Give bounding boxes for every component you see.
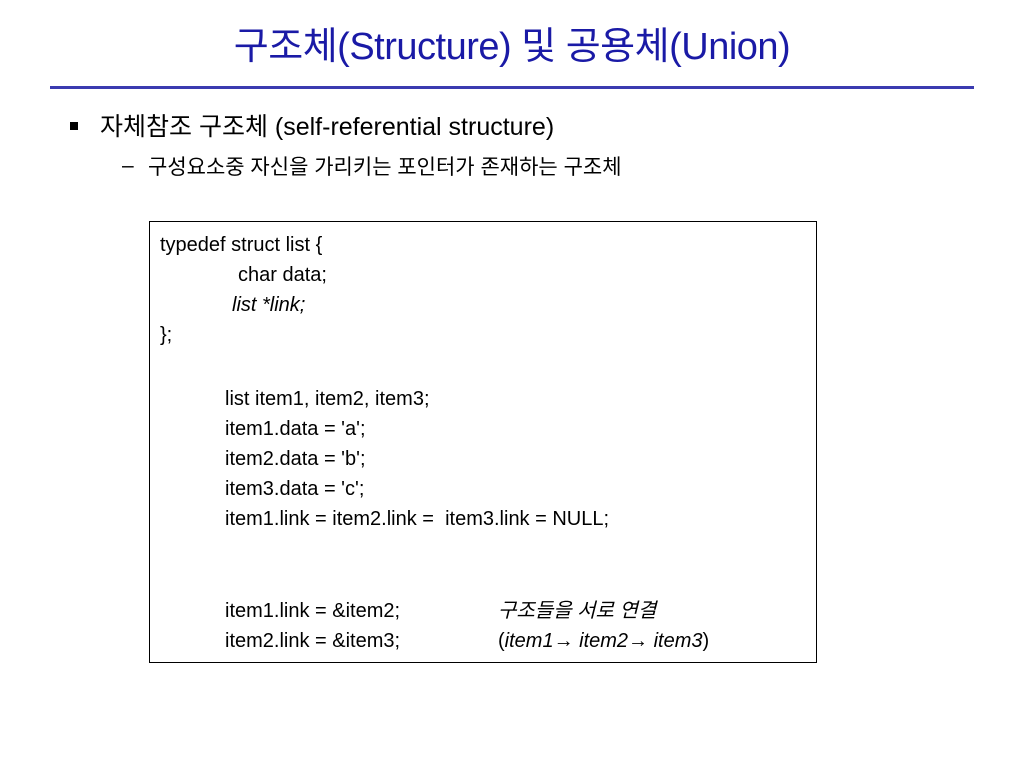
slide-title: 구조체(Structure) 및 공용체(Union) <box>233 26 791 68</box>
code-line-link-item2: item1.link = &item2; <box>225 600 401 622</box>
bullet-square-icon <box>70 122 78 130</box>
sub-bullet-item: – 구성요소중 자신을 가리키는 포인터가 존재하는 구조체 <box>122 150 622 182</box>
code-line-item1-data: item1.data = 'a'; <box>225 418 366 440</box>
code-line-link-pointer: list *link; <box>232 294 306 316</box>
sub-bullet-text: 구성요소중 자신을 가리키는 포인터가 존재하는 구조체 <box>148 156 622 179</box>
code-line-item3-data: item3.data = 'c'; <box>225 478 365 500</box>
title-underline <box>50 86 974 89</box>
sub-bullet-dash: – <box>122 154 134 177</box>
code-line-null-links: item1.link = item2.link = item3.link = N… <box>225 508 610 530</box>
code-comment-chain: (item1→ item2→ item3) <box>498 626 709 656</box>
code-line-declare-items: list item1, item2, item3; <box>225 388 430 410</box>
comment-chain-text: item1→ item2→ item3 <box>504 630 703 652</box>
code-line-typedef: typedef struct list { <box>160 234 323 256</box>
code-line-link-item3: item2.link = &item3; <box>225 630 401 652</box>
code-comment-connect: 구조들을 서로 연결 <box>498 600 657 622</box>
code-line-item2-data: item2.data = 'b'; <box>225 448 366 470</box>
code-line-char-data: char data; <box>238 264 327 286</box>
bullet-item: 자체참조 구조체 (self-referential structure) <box>70 108 554 142</box>
comment-close-paren: ) <box>702 630 710 652</box>
bullet-text: 자체참조 구조체 (self-referential structure) <box>100 113 555 141</box>
code-line-close-brace: }; <box>160 324 173 346</box>
code-box: typedef struct list { char data; list *l… <box>149 221 817 663</box>
comment-open-paren: ( <box>498 630 505 652</box>
